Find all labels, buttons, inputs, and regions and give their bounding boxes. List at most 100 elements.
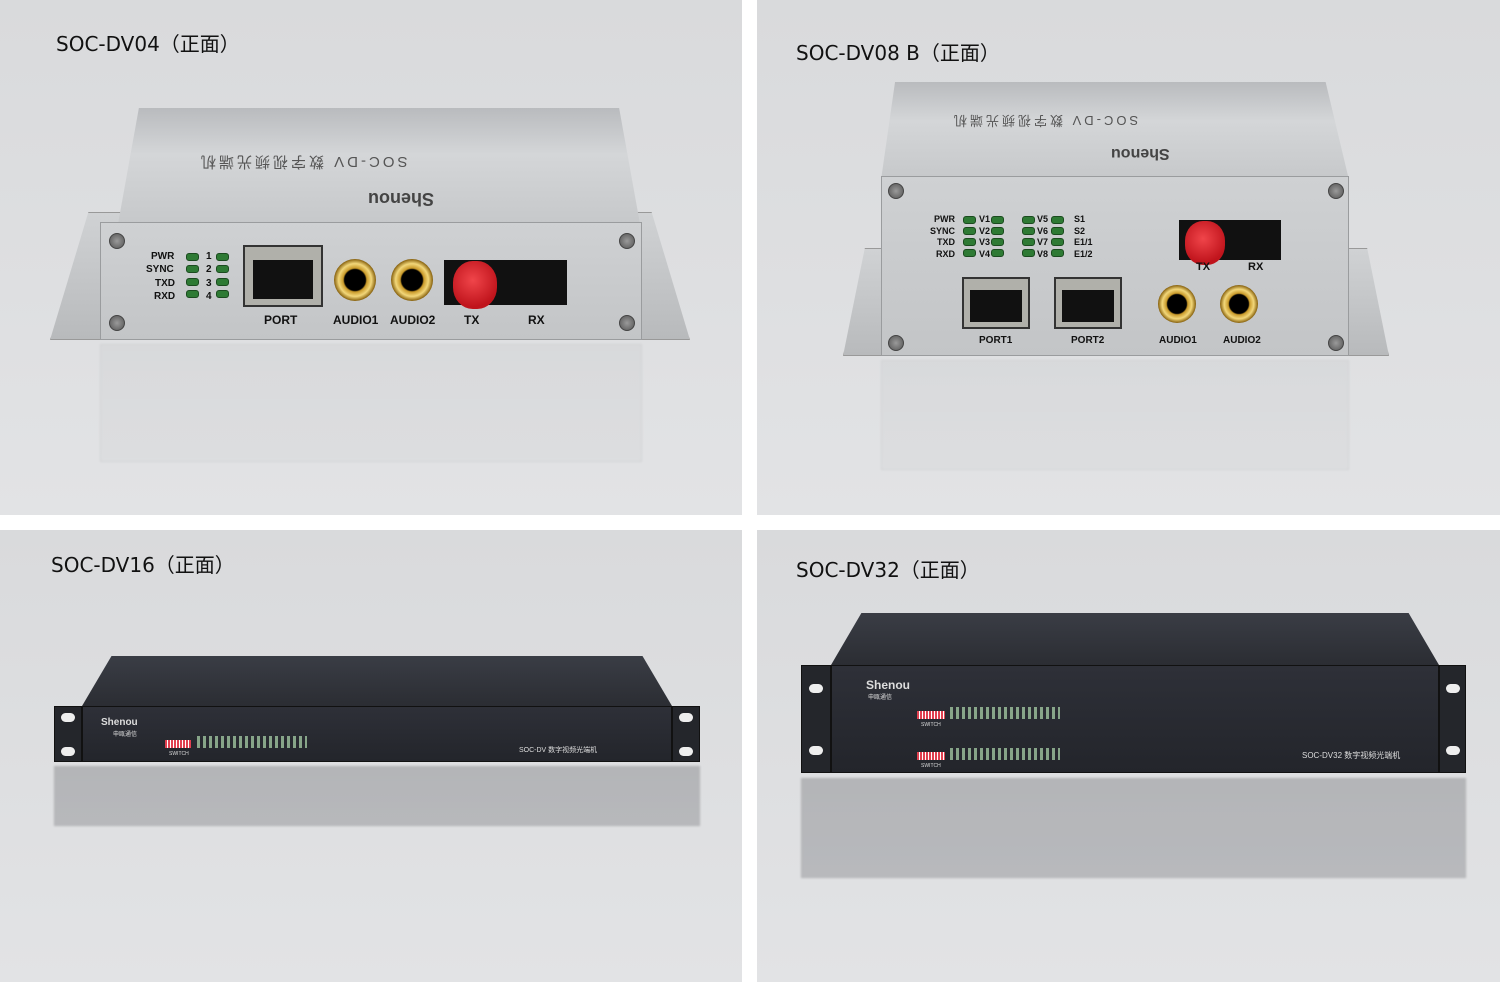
label-audio2: AUDIO2 [1223, 335, 1261, 346]
front-panel: PWR SYNC TXD RXD V1 V2 V3 V4 V5 V6 V7 V8… [881, 176, 1349, 356]
screw-icon [1328, 183, 1344, 199]
rj45-port2[interactable] [1054, 277, 1122, 329]
label-sync: SYNC [930, 226, 956, 236]
led [1022, 216, 1035, 224]
rack-ear-right [672, 706, 700, 762]
screw-icon [1328, 335, 1344, 351]
led [1051, 249, 1064, 257]
panel-title: SOC-DV32（正面） [796, 558, 980, 582]
label-ch: V8 [1037, 249, 1049, 259]
label-rxd: RXD [936, 249, 956, 259]
label-port2: PORT2 [1071, 335, 1105, 346]
led [1051, 227, 1064, 235]
rack-ear-right [1439, 665, 1466, 773]
led [186, 278, 199, 286]
rca-audio2-jack[interactable] [391, 259, 433, 301]
model-text: SOC-DV 数字视频光端机 [519, 747, 598, 754]
label-rx: RX [528, 313, 545, 327]
rack-ear-left [801, 665, 831, 773]
label-ch: S2 [1074, 226, 1086, 236]
label-ch: V1 [979, 214, 991, 224]
label-audio1: AUDIO1 [1159, 335, 1197, 346]
screw-icon [619, 315, 635, 331]
label-rx: RX [1248, 261, 1264, 273]
led [186, 265, 199, 273]
dip-switch[interactable] [917, 711, 945, 719]
switch-label: SWITCH [169, 751, 189, 757]
front-panel: PWR SYNC TXD RXD 1 2 3 4 PORT AUDIO1 AUD… [100, 222, 642, 340]
dip-switch[interactable] [165, 740, 191, 748]
led [1051, 216, 1064, 224]
rca-audio2-jack[interactable] [1220, 285, 1258, 323]
led [963, 227, 976, 235]
rca-audio1-jack[interactable] [1158, 285, 1196, 323]
led [963, 249, 976, 257]
label-ch: S1 [1074, 214, 1086, 224]
device-top-cover: SOC-DV 数字视频光端机 Shenou [881, 82, 1349, 180]
label-audio2: AUDIO2 [390, 313, 436, 327]
switch-label: SWITCH [921, 763, 941, 769]
panel-soc-dv08b: SOC-DV08 B（正面） SOC-DV 数字视频光端机 Shenou PWR… [757, 0, 1500, 515]
led [991, 238, 1004, 246]
model-text: SOC-DV32 数字视频光端机 [1302, 751, 1401, 760]
panel-title: SOC-DV08 B（正面） [796, 41, 1000, 65]
led [1051, 238, 1064, 246]
led-indicators [950, 748, 1060, 760]
led-indicators [950, 707, 1060, 719]
led [991, 227, 1004, 235]
device-top-text: SOC-DV 数字视频光端机 [198, 153, 408, 170]
brand-logo: Shenou [866, 678, 910, 692]
label-audio1: AUDIO1 [333, 313, 379, 327]
led [1022, 227, 1035, 235]
rack-top [831, 613, 1439, 665]
panel-title: SOC-DV16（正面） [51, 553, 235, 577]
rj45-port1[interactable] [962, 277, 1030, 329]
label-ch: V7 [1037, 237, 1049, 247]
panel-title: SOC-DV04（正面） [56, 32, 240, 56]
label-pwr: PWR [151, 251, 175, 262]
label-txd: TXD [155, 278, 175, 289]
rca-audio1-jack[interactable] [334, 259, 376, 301]
led [216, 265, 229, 273]
led [186, 290, 199, 298]
rack-front: Shenou 申瓯通信 SWITCH SOC-DV 数字视频光端机 [82, 706, 672, 762]
label-tx: TX [464, 313, 480, 327]
panel-soc-dv04: SOC-DV04（正面） SOC-DV 数字视频光端机 Shenou PWR S… [0, 0, 742, 515]
screw-icon [888, 183, 904, 199]
led [216, 278, 229, 286]
label-txd: TXD [937, 237, 955, 247]
label-ch: V5 [1037, 214, 1049, 224]
screw-icon [888, 335, 904, 351]
brand-logo: Shenou [368, 189, 434, 209]
fiber-cap [453, 261, 497, 309]
rj45-port[interactable] [243, 245, 323, 307]
led [963, 238, 976, 246]
brand-cn: 申瓯通信 [868, 695, 893, 701]
label-ch: V2 [979, 226, 991, 236]
label-ch: 1 [206, 251, 212, 262]
led-indicators [197, 736, 307, 748]
rack-front: Shenou 申瓯通信 SWITCH SWITCH SOC-DV32 数字视频光… [831, 665, 1439, 773]
label-ch: 3 [206, 278, 212, 289]
dip-switch[interactable] [917, 752, 945, 760]
rack-ear-left [54, 706, 82, 762]
fiber-cap [1185, 221, 1225, 265]
device-top-text: SOC-DV 数字视频光端机 [951, 113, 1139, 128]
panel-soc-dv16: SOC-DV16（正面） Shenou 申瓯通信 SWITCH SOC-DV 数… [0, 530, 742, 982]
screw-icon [109, 315, 125, 331]
device-reflection [54, 766, 700, 826]
label-ch: E1/2 [1074, 249, 1093, 259]
switch-label: SWITCH [921, 722, 941, 728]
label-ch: V3 [979, 237, 991, 247]
label-ch: E1/1 [1074, 237, 1093, 247]
led [186, 253, 199, 261]
led [216, 290, 229, 298]
label-ch: V6 [1037, 226, 1049, 236]
brand-logo: Shenou [101, 717, 138, 728]
label-ch: V4 [979, 249, 991, 259]
label-ch: 2 [206, 264, 212, 275]
led [1022, 238, 1035, 246]
label-port: PORT [264, 313, 298, 327]
device-soc-dv04: SOC-DV 数字视频光端机 Shenou PWR SYNC TXD RXD 1… [0, 0, 742, 515]
device-reflection [100, 344, 642, 462]
